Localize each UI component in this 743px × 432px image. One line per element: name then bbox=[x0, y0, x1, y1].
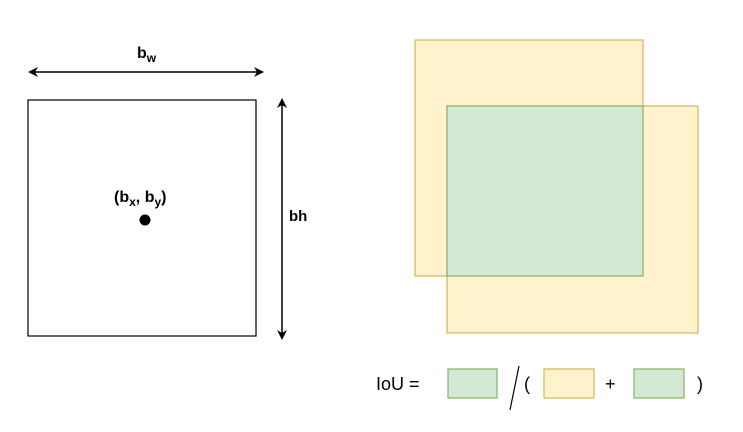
iou-formula: IoU = ( + ) bbox=[376, 365, 703, 411]
bounding-box-diagram: bw bh (bx, by) bbox=[27, 45, 307, 340]
overlap-diagram bbox=[414, 39, 699, 334]
box-swatch-green bbox=[633, 368, 685, 399]
height-label: bh bbox=[289, 208, 307, 225]
center-point bbox=[139, 214, 151, 226]
plus-sign: + bbox=[605, 374, 616, 394]
width-label: bw bbox=[137, 45, 157, 65]
box-swatch-yellow bbox=[543, 368, 595, 399]
center-label: (bx, by) bbox=[114, 189, 166, 209]
iou-label: IoU = bbox=[376, 374, 420, 394]
close-paren: ) bbox=[697, 374, 703, 394]
division-slash bbox=[509, 365, 520, 411]
open-paren: ( bbox=[524, 374, 530, 394]
intersection-swatch bbox=[447, 368, 498, 399]
intersection-region bbox=[446, 105, 644, 277]
